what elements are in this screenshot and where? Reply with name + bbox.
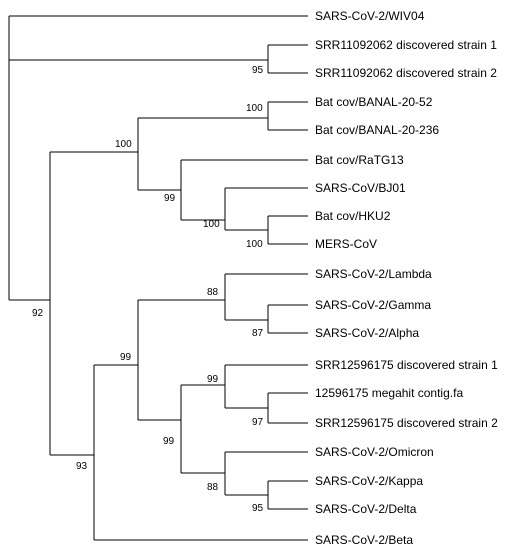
support-value: 100 — [246, 239, 263, 250]
support-value: 95 — [252, 65, 264, 76]
leaf-label: Bat cov/BANAL-20-52 — [315, 95, 433, 109]
leaf-label: SRR12596175 discovered strain 1 — [315, 358, 498, 372]
leaf-label: SRR11092062 discovered strain 1 — [315, 38, 497, 52]
leaf-label: SARS-CoV-2/Lambda — [315, 267, 432, 281]
support-value: 99 — [207, 374, 219, 385]
leaf-labels: SARS-CoV-2/WIV04 SRR11092062 discovered … — [315, 9, 498, 547]
support-value: 95 — [252, 503, 264, 514]
leaf-label: MERS-CoV — [315, 237, 377, 251]
support-value: 100 — [246, 103, 263, 114]
support-value: 99 — [120, 352, 132, 363]
leaf-label: Bat cov/RaTG13 — [315, 153, 404, 167]
leaf-label: SARS-CoV-2/Delta — [315, 502, 417, 516]
leaf-label: SARS-CoV-2/Alpha — [315, 326, 419, 340]
leaf-label: SARS-CoV-2/Kappa — [315, 474, 423, 488]
support-value: 97 — [252, 417, 264, 428]
leaf-label: 12596175 megahit contig.fa — [315, 386, 463, 400]
leaf-label: SARS-CoV/BJ01 — [315, 181, 406, 195]
support-value: 92 — [32, 308, 44, 319]
leaf-label: SARS-CoV-2/Omicron — [315, 445, 434, 459]
support-value: 99 — [163, 436, 175, 447]
support-value: 88 — [207, 287, 219, 298]
support-value: 88 — [207, 482, 219, 493]
leaf-label: SARS-CoV-2/Gamma — [315, 298, 431, 312]
leaf-label: Bat cov/BANAL-20-236 — [315, 123, 439, 137]
support-values: 95 100 100 99 100 100 92 88 87 99 99 97 … — [32, 65, 264, 514]
support-value: 87 — [252, 328, 264, 339]
leaf-label: Bat cov/HKU2 — [315, 209, 391, 223]
support-value: 100 — [115, 139, 132, 150]
support-value: 99 — [164, 193, 176, 204]
leaf-label: SRR12596175 discovered strain 2 — [315, 416, 498, 430]
leaf-label: SARS-CoV-2/Beta — [315, 533, 413, 547]
leaf-label: SARS-CoV-2/WIV04 — [315, 9, 425, 23]
support-value: 100 — [203, 219, 220, 230]
support-value: 93 — [76, 461, 88, 472]
tree-branches — [8, 15, 308, 541]
leaf-label: SRR11092062 discovered strain 2 — [315, 66, 497, 80]
